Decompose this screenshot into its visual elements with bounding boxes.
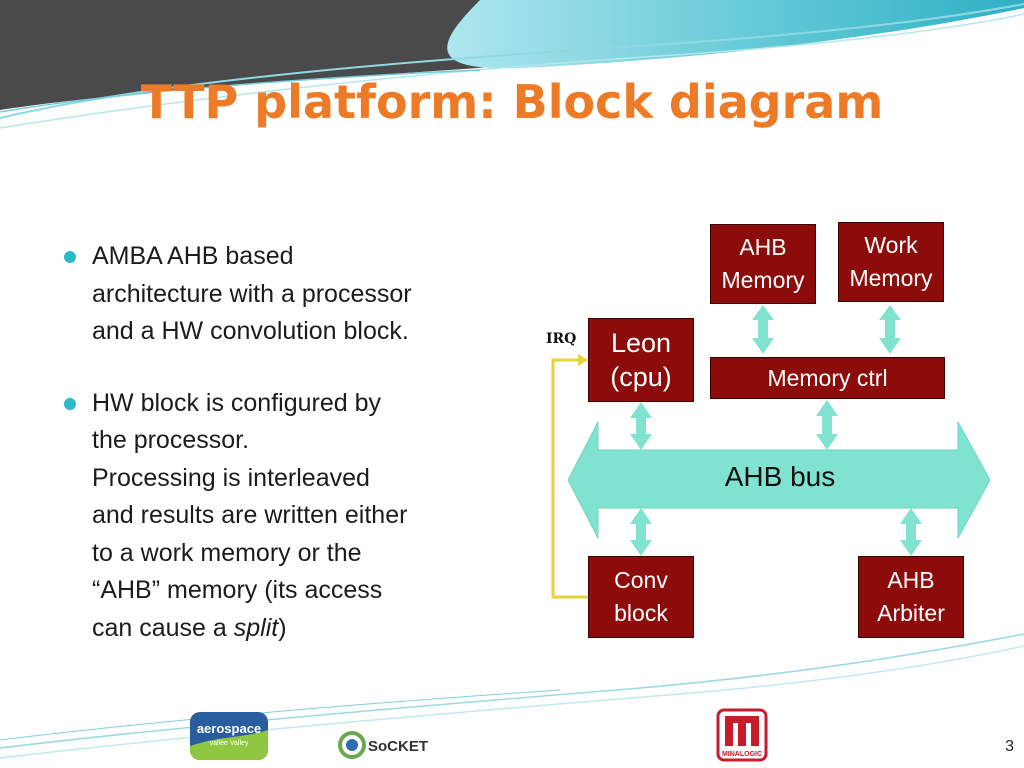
block-label: Conv	[614, 567, 668, 593]
bullet-line: and a HW convolution block.	[92, 317, 409, 345]
bullet-line: AMBA AHB based	[92, 242, 294, 270]
memory-ctrl-block: Memory ctrl	[710, 357, 945, 399]
bullet-line: “AHB” memory (its access	[92, 576, 383, 604]
bullet-line: to a work memory or the	[92, 538, 362, 567]
arrow-work-memory-memctrl	[879, 305, 901, 354]
conv-block: Conv block	[588, 556, 694, 638]
arrow-bus-arbiter	[900, 508, 922, 556]
bullet-line-last: can cause a split)	[92, 610, 502, 648]
block-label: Memory	[849, 265, 933, 291]
bullet-line: the processor.	[92, 426, 250, 454]
bullet-item-architecture: AMBA AHB based architecture with a proce…	[62, 238, 502, 351]
minalogic-logo: MINALOGIC	[716, 708, 768, 762]
irq-label: IRQ	[546, 331, 577, 347]
arrow-bus-conv	[630, 508, 652, 556]
block-label: Arbiter	[877, 600, 945, 626]
bullet-line: HW block is configured by	[92, 388, 382, 417]
logo-text: aerospace	[197, 721, 261, 736]
block-label: Memory ctrl	[767, 364, 888, 391]
bullet-text: )	[278, 613, 287, 642]
bullet-text: can cause a	[92, 613, 234, 642]
ahb-bus-label: AHB bus	[724, 461, 836, 492]
bullet-dot-icon	[64, 397, 76, 410]
block-label: Work	[864, 232, 918, 258]
block-label: Leon	[610, 328, 672, 358]
logo-text: vallée Valley	[210, 740, 249, 747]
bullet-text-emphasis: split	[233, 613, 279, 642]
socket-logo: SoCKET	[338, 731, 428, 759]
irq-arrowhead	[578, 354, 588, 366]
slide-title: TTP platform: Block diagram	[140, 75, 884, 129]
ahb-arbiter-block: AHB Arbiter	[858, 556, 964, 638]
arrow-ahb-memory-memctrl	[752, 305, 774, 354]
bullet-line: Processing is interleaved	[92, 463, 370, 492]
bullet-dot-icon	[64, 251, 76, 263]
block-label: AHB	[887, 567, 935, 593]
footer-wave-decoration	[0, 633, 1024, 759]
aerospace-valley-logo: aerospace vallée Valley	[190, 712, 268, 760]
work-memory-block: Work Memory	[838, 222, 944, 302]
block-label: Memory	[721, 267, 805, 293]
slide-number: 3	[1005, 738, 1014, 755]
block-label: (cpu)	[610, 362, 672, 392]
leon-cpu-block: Leon (cpu)	[588, 318, 694, 402]
arrow-memctrl-bus	[816, 400, 838, 450]
ahb-bus-arrow	[567, 421, 991, 539]
logo-text: MINALOGIC	[722, 751, 762, 758]
header-wave-decoration	[0, 0, 1024, 129]
block-label: AHB	[739, 234, 787, 260]
bullet-list: AMBA AHB based architecture with a proce…	[62, 238, 502, 681]
logo-text: SoCKET	[368, 738, 428, 755]
block-label: block	[614, 600, 668, 626]
bullet-line: architecture with a processor	[92, 279, 412, 308]
bullet-line: and results are written either	[92, 501, 408, 529]
arrow-leon-bus	[630, 402, 652, 450]
irq-line	[551, 358, 588, 599]
bullet-item-configuration: HW block is configured by the processor.…	[62, 385, 502, 648]
ahb-memory-block: AHB Memory	[710, 224, 816, 304]
